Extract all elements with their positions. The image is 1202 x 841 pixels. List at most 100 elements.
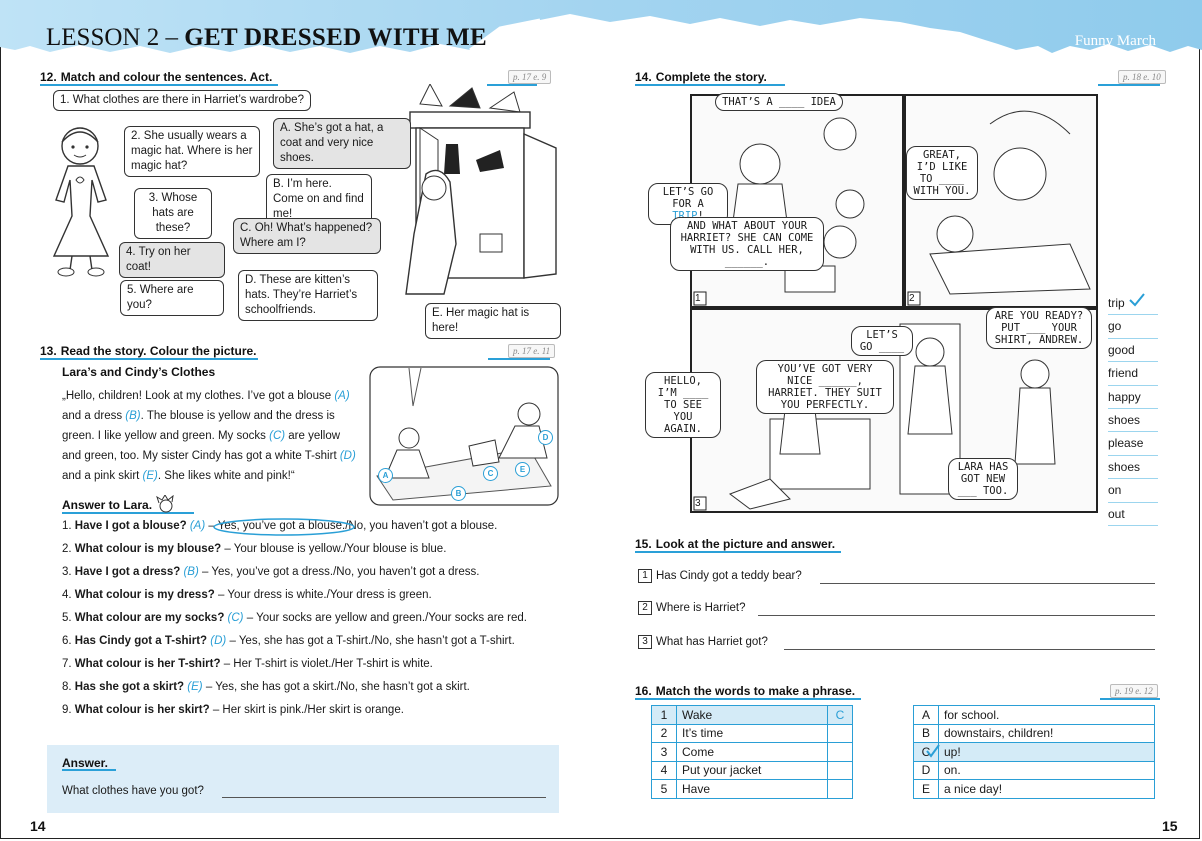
match-word-cell: Put your jacket [676,760,828,780]
question-text: Have I got a dress? [74,566,181,578]
story-segment: and a pink skirt [62,470,143,482]
comic-text-great[interactable]: GREAT, I’D LIKE TO ____ WITH YOU. [906,146,978,200]
question-text: What colour is my dress? [74,589,215,601]
question-tag: (B) [183,566,199,578]
ex12-heading: 12.Match and colour the sentences. Act. [40,70,273,84]
question-number-box: 1 [638,569,652,583]
match-phrase-cell: for school. [938,705,1155,725]
comic-text-what-about-harriet[interactable]: AND WHAT ABOUT YOUR HARRIET? SHE CAN COM… [670,217,824,271]
ex12-bubble-a[interactable]: A. She’s got a hat, a coat and very nice… [273,118,411,169]
question-number: 1. [62,520,72,532]
ex12-bubble-c[interactable]: C. Oh! What’s happened? Where am I? [233,218,381,254]
word-bank-item[interactable]: on [1108,479,1158,503]
ex15-answer-line[interactable] [758,615,1155,616]
question-text: What colour are my socks? [74,612,225,624]
unit-name: Funny March [1074,33,1156,49]
ex14-book-ref: p. 18 e. 10 [1118,70,1166,84]
answer-question-row[interactable]: 7. What colour is her T-shirt? – Her T-s… [62,658,433,670]
word-bank-item[interactable]: friend [1108,362,1158,386]
word-bank-item[interactable]: shoes [1108,409,1158,433]
question-tag: (E) [187,681,203,693]
answer-question-row[interactable]: 6. Has Cindy got a T-shirt? (D) – Yes, s… [62,635,515,647]
match-answer-cell[interactable] [827,742,853,762]
ex12-bubble-e[interactable]: E. Her magic hat is here! [425,303,561,339]
ex12-book-ref: p. 17 e. 9 [508,70,552,84]
story-segment: and a dress [62,410,126,422]
ex12-bubble-1[interactable]: 1. What clothes are there in Harriet’s w… [53,90,311,111]
story-segment: „Hello, children! Look at my clothes. I’… [62,390,335,402]
ex13-book-ref: p. 17 e. 11 [508,344,556,358]
story-label-tag: (C) [269,430,286,442]
answer-question-row[interactable]: 8. Has she got a skirt? (E) – Yes, she h… [62,681,470,693]
word-bank-item[interactable]: good [1108,339,1158,363]
question-tag: (A) [189,520,206,532]
answer-box-question: What clothes have you got? [62,785,204,797]
ex15-answer-line[interactable] [820,583,1155,584]
question-text: What colour is my blouse? [74,543,222,555]
word-bank-item[interactable]: out [1108,503,1158,526]
question-tag: (D) [210,635,227,647]
ex12-bubble-d[interactable]: D. These are kitten’s hats. They’re Harr… [238,270,378,321]
match-number-cell: 4 [651,760,677,780]
kids-picture [369,366,559,506]
ex15-answer-line[interactable] [784,649,1155,650]
answer-question-row[interactable]: 2. What colour is my blouse? – Your blou… [62,543,446,555]
ex12-bubble-2[interactable]: 2. She usually wears a magic hat. Where … [124,126,260,177]
story-segment: are yellow and green, too. My sister Cin… [62,430,341,462]
answer-box-input-line[interactable] [222,797,546,798]
comic-text-good-idea[interactable]: THAT’S A ____ IDEA [715,93,843,111]
circled-answer [213,518,355,536]
ex12-bubble-b[interactable]: B. I’m here. Come on and find me! [266,174,372,225]
ex16-book-ref: p. 19 e. 12 [1110,684,1158,698]
answer-question-row[interactable]: 4. What colour is my dress? – Your dress… [62,589,432,601]
comic-text-lara-new[interactable]: LARA HAS GOT NEW ___ TOO. [948,458,1018,500]
answer-question-row[interactable]: 3. Have I got a dress? (B) – Yes, you’ve… [62,566,479,578]
word-bank-item[interactable]: go [1108,315,1158,339]
word-bank-item[interactable]: happy [1108,386,1158,409]
question-options: – Her skirt is pink./Her skirt is orange… [212,704,404,716]
match-phrase-cell: downstairs, children! [938,723,1155,743]
match-word-cell: It’s time [676,723,828,743]
match-answer-cell[interactable]: C [827,705,853,725]
match-word-cell: Come [676,742,828,762]
word-bank-item[interactable]: please [1108,432,1158,456]
question-number: 5. [62,612,72,624]
answer-question-row[interactable]: 9. What colour is her skirt? – Her skirt… [62,704,404,716]
match-answer-cell[interactable] [827,723,853,743]
ex15-heading: 15.Look at the picture and answer. [635,537,836,551]
ex15-question-row: 1 Has Cindy got a teddy bear? [638,569,802,583]
ex12-bubble-3[interactable]: 3. Whose hats are these? [134,188,212,239]
word-bank-item[interactable]: trip [1108,292,1158,316]
answer-question-row[interactable]: 5. What colour are my socks? (C) – Your … [62,612,527,624]
comic-text-hello[interactable]: HELLO, I’M ____ TO SEE YOU AGAIN. [645,372,721,438]
question-number-box: 3 [638,635,652,649]
comic-text-are-you-ready[interactable]: ARE YOU READY? PUT ___ YOUR SHIRT, ANDRE… [986,307,1092,349]
ex12-bubble-4[interactable]: 4. Try on her coat! [119,242,225,278]
ex12-bubble-5[interactable]: 5. Where are you? [120,280,224,316]
match-answer-cell[interactable] [827,760,853,780]
panel-number-1: 1 [695,293,701,304]
match-phrase-cell: a nice day! [938,779,1155,799]
question-text: What colour is her skirt? [74,704,210,716]
checkmark-icon-match [926,744,940,758]
ex16-underline [635,698,861,700]
comic-text-lets-go-out[interactable]: LET’S GO ____ [851,326,913,356]
match-phrase-cell: up! [938,742,1155,762]
ex15-question-text: Has Cindy got a teddy bear? [656,570,802,583]
word-bank-item[interactable]: shoes [1108,456,1158,480]
comic-text-nice-shoes[interactable]: YOU’VE GOT VERY NICE ______, HARRIET. TH… [756,360,894,414]
match-answer-cell[interactable] [827,779,853,799]
